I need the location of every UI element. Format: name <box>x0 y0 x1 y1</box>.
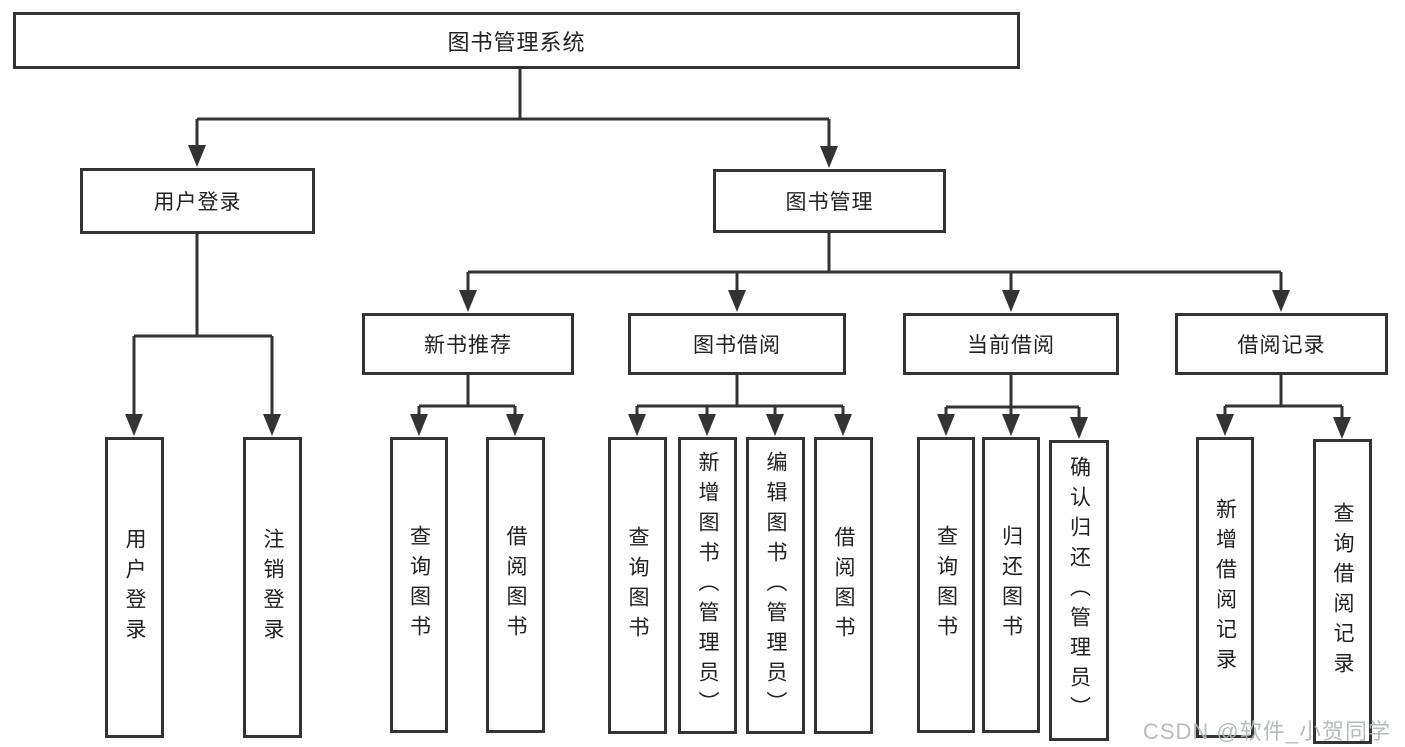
leaf-borrow-books-recommend-label: 借阅图书 <box>504 525 527 645</box>
arrow-icon <box>263 414 281 436</box>
arrow-icon <box>728 290 746 312</box>
arrow-icon <box>459 290 477 312</box>
arrow-icon <box>766 414 784 436</box>
leaf-user-login-label: 用户登录 <box>123 527 146 648</box>
arrow-icon <box>1002 414 1020 436</box>
arrow-icon <box>820 146 838 168</box>
watermark: CSDN @软件_小贺同学 <box>1142 719 1391 744</box>
leaf-return-books: 归还图书 <box>982 437 1040 733</box>
arrowheads <box>125 145 1351 439</box>
node-user-login: 用户登录 <box>80 168 315 234</box>
node-book-management: 图书管理 <box>713 169 946 233</box>
arrow-icon <box>937 414 955 436</box>
leaf-add-book-admin-label: 新增图书（管理员） <box>696 450 719 721</box>
arrow-icon <box>834 414 852 436</box>
arrow-icon <box>698 414 716 436</box>
leaf-add-book-admin: 新增图书（管理员） <box>678 437 737 734</box>
arrow-icon <box>1216 414 1234 436</box>
leaf-user-login: 用户登录 <box>105 437 164 738</box>
leaf-edit-book-admin: 编辑图书（管理员） <box>746 437 805 734</box>
node-new-book-recommend-label: 新书推荐 <box>424 334 512 357</box>
leaf-borrow-books-borrowing-label: 借阅图书 <box>832 525 855 646</box>
leaf-borrow-books-borrowing: 借阅图书 <box>814 437 873 734</box>
node-current-borrowing: 当前借阅 <box>903 313 1119 375</box>
node-borrowing-records-label: 借阅记录 <box>1237 334 1326 357</box>
leaf-query-books-borrowing-label: 查询图书 <box>626 525 649 646</box>
leaf-query-borrow-record: 查询借阅记录 <box>1313 439 1372 744</box>
leaf-confirm-return-admin: 确认归还（管理员） <box>1049 440 1109 741</box>
leaf-query-borrow-record-label: 查询借阅记录 <box>1331 501 1354 682</box>
arrow-icon <box>506 414 524 436</box>
node-new-book-recommend: 新书推荐 <box>362 313 574 375</box>
leaf-edit-book-admin-label: 编辑图书（管理员） <box>764 450 787 721</box>
leaf-query-books-current: 查询图书 <box>917 437 975 733</box>
arrow-icon <box>410 414 428 436</box>
leaf-query-books-borrowing: 查询图书 <box>608 437 667 734</box>
leaf-confirm-return-admin-label: 确认归还（管理员） <box>1067 455 1091 726</box>
leaf-borrow-books-recommend: 借阅图书 <box>486 437 545 733</box>
leaf-logout-label: 注销登录 <box>261 527 284 648</box>
arrow-icon <box>1070 417 1088 439</box>
node-book-management-label: 图书管理 <box>785 191 874 214</box>
leaf-query-books-recommend-label: 查询图书 <box>407 525 431 645</box>
connector-path <box>132 69 1344 422</box>
leaf-add-borrow-record: 新增借阅记录 <box>1196 437 1254 738</box>
leaf-query-books-current-label: 查询图书 <box>934 525 958 645</box>
node-user-login-label: 用户登录 <box>153 191 242 214</box>
node-book-borrowing: 图书借阅 <box>628 313 846 375</box>
arrow-icon <box>1002 290 1020 312</box>
leaf-add-borrow-record-label: 新增借阅记录 <box>1213 497 1237 678</box>
arrow-icon <box>1272 290 1290 312</box>
node-root: 图书管理系统 <box>13 12 1020 69</box>
node-borrowing-records: 借阅记录 <box>1175 313 1388 375</box>
arrow-icon <box>628 414 646 436</box>
leaf-return-books-label: 归还图书 <box>999 525 1023 645</box>
leaf-query-books-recommend: 查询图书 <box>390 437 448 733</box>
node-current-borrowing-label: 当前借阅 <box>967 334 1055 357</box>
arrow-icon <box>1333 417 1351 439</box>
leaf-logout: 注销登录 <box>243 437 302 738</box>
node-root-label: 图书管理系统 <box>447 29 586 55</box>
arrow-icon <box>188 145 206 167</box>
node-book-borrowing-label: 图书借阅 <box>693 334 781 357</box>
arrow-icon <box>125 414 143 436</box>
